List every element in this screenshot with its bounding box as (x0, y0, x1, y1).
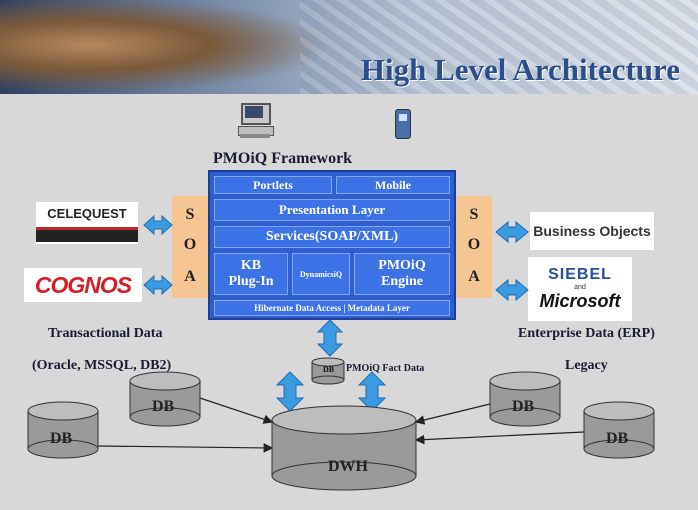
soa-letter: S (469, 206, 479, 223)
transactional-data-label: Transactional Data (48, 326, 163, 341)
mobile-phone-icon (395, 109, 411, 139)
framework-title: PMOiQ Framework (213, 150, 353, 167)
soa-letter: A (184, 268, 196, 285)
soa-letter: S (185, 206, 195, 223)
dwh-cylinder (271, 405, 417, 491)
pmoiq-engine-cell: PMOiQ Engine (354, 253, 450, 295)
db-connector-lines (97, 397, 585, 453)
fact-data-label: PMOiQ Fact Data (346, 363, 425, 374)
banner-hand-image (0, 0, 330, 94)
soa-panel-right: S O A (456, 196, 492, 298)
db-cylinder-right-lower (583, 401, 655, 459)
legacy-label: Legacy (565, 358, 608, 373)
soa-panel-left: S O A (172, 196, 208, 298)
db-label: DB (50, 430, 73, 447)
celequest-logo-text: CELEQUEST (47, 206, 127, 221)
celequest-logo: CELEQUEST (36, 202, 138, 244)
dwh-label: DWH (328, 458, 368, 475)
portlets-cell: Portlets (214, 176, 332, 194)
banner-map-image (300, 0, 698, 94)
kb-plugin-cell: KB Plug-In (214, 253, 288, 295)
double-arrow-business-objects (495, 220, 529, 244)
enterprise-data-label: Enterprise Data (ERP) (518, 326, 655, 341)
hibernate-metadata-cell: Hibernate Data Access | Metadata Layer (214, 300, 450, 316)
db-label: DB (606, 430, 629, 447)
pmoiq-engine-line1: PMOiQ (378, 258, 426, 273)
transactional-data-sources-label: (Oracle, MSSQL, DB2) (32, 358, 172, 373)
db-label: DB (512, 398, 535, 415)
pmoiq-framework-box: Portlets Mobile Presentation Layer Servi… (208, 170, 456, 320)
cognos-logo: COGNOS (24, 268, 142, 302)
db-cylinder-right-upper (489, 371, 561, 427)
siebel-logo-text: SIEBEL (548, 266, 612, 283)
presentation-layer-cell: Presentation Layer (214, 199, 450, 221)
cognos-logo-text: COGNOS (34, 271, 132, 298)
mobile-cell: Mobile (336, 176, 450, 194)
page-title: High Level Architecture (360, 52, 680, 87)
fact-data-db-label: DB (323, 365, 335, 374)
kb-plugin-line1: KB (240, 258, 262, 273)
db-label: DB (152, 398, 175, 415)
dynamicsiq-cell: DynamicsiQ (292, 253, 350, 295)
db-cylinder-left-upper (129, 371, 201, 427)
services-cell: Services(SOAP/XML) (214, 226, 450, 248)
double-arrow-framework-factdata (316, 319, 344, 357)
double-arrow-siebel (495, 278, 529, 302)
and-text: and (574, 284, 586, 291)
db-cylinder-left-lower (27, 401, 99, 459)
soa-letter: O (183, 236, 197, 253)
fact-data-db-icon (311, 357, 345, 385)
header-banner: High Level Architecture (0, 0, 698, 94)
microsoft-logo-text: Microsoft (539, 291, 621, 311)
double-arrow-dwh-left (275, 371, 305, 412)
computer-icon (238, 103, 274, 139)
business-objects-logo-text: Business Objects (533, 223, 651, 239)
double-arrow-dwh-right (357, 371, 387, 412)
business-objects-logo: Business Objects (530, 212, 654, 250)
double-arrow-celequest (143, 214, 173, 236)
double-arrow-cognos (143, 274, 173, 296)
pmoiq-engine-line2: Engine (380, 274, 423, 289)
soa-letter: A (468, 268, 480, 285)
soa-letter: O (467, 236, 481, 253)
siebel-microsoft-logo: SIEBEL and Microsoft (528, 257, 632, 321)
kb-plugin-line2: Plug-In (228, 274, 274, 289)
